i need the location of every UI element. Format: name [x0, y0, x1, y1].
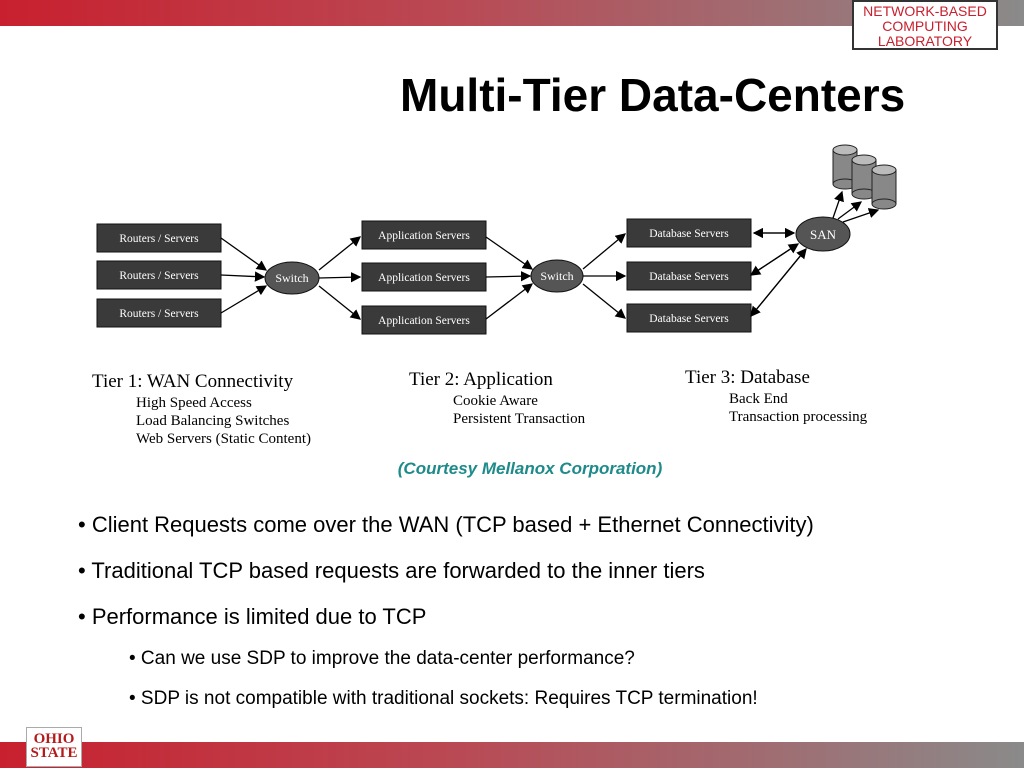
tier-1-caption: Tier 1: WAN Connectivity High Speed Acce… [92, 371, 311, 447]
tier-2-item-2: Persistent Transaction [453, 411, 586, 427]
tier-1-item-3: Web Servers (Static Content) [136, 431, 311, 447]
router-label-2: Routers / Servers [119, 270, 199, 282]
app-server-label-3: Application Servers [378, 315, 470, 327]
tier-2-caption: Tier 2: Application Cookie Aware Persist… [409, 369, 586, 427]
db-server-label-1: Database Servers [649, 228, 729, 240]
san-node: SAN [795, 216, 851, 252]
switch-label-2: Switch [540, 269, 573, 283]
db-server-label-3: Database Servers [649, 313, 729, 325]
router-box-1: Routers / Servers [96, 223, 222, 253]
tier-1-item-2: Load Balancing Switches [136, 413, 289, 429]
bullet-2: • Traditional TCP based requests are for… [78, 558, 705, 583]
osu-logo-line-1: OHIO [33, 731, 75, 747]
courtesy-caption: (Courtesy Mellanox Corporation) [397, 459, 663, 478]
tier-2-title: Tier 2: Application [409, 369, 553, 390]
nbcl-logo: NETWORK-BASED COMPUTING LABORATORY [852, 0, 998, 50]
router-label-3: Routers / Servers [119, 308, 199, 320]
tier-3-caption: Tier 3: Database Back End Transaction pr… [685, 367, 868, 425]
db-server-box-2: Database Servers [626, 261, 752, 291]
logo-line-2: COMPUTING [882, 18, 968, 34]
diagram-arrows [220, 190, 880, 320]
tier-2-item-1: Cookie Aware [453, 393, 538, 409]
app-server-label-1: Application Servers [378, 230, 470, 242]
app-server-label-2: Application Servers [378, 272, 470, 284]
router-box-2: Routers / Servers [96, 260, 222, 290]
switch-label-1: Switch [275, 271, 308, 285]
tier-1-item-1: High Speed Access [136, 395, 252, 411]
tier-3-item-1: Back End [729, 391, 788, 407]
multi-tier-diagram: Routers / Servers Routers / Servers Rout… [92, 144, 897, 447]
switch-node-1: Switch [264, 261, 320, 295]
sub-bullet-1: • Can we use SDP to improve the data-cen… [129, 648, 635, 669]
san-label: SAN [810, 227, 837, 242]
logo-line-1: NETWORK-BASED [863, 3, 987, 19]
db-server-box-1: Database Servers [626, 218, 752, 248]
bullet-3: • Performance is limited due to TCP [78, 604, 427, 629]
tier-3-item-2: Transaction processing [729, 409, 868, 425]
slide-title: Multi-Tier Data-Centers [400, 69, 906, 121]
router-box-3: Routers / Servers [96, 298, 222, 328]
sub-bullet-2: • SDP is not compatible with traditional… [129, 688, 758, 709]
tier-1-title: Tier 1: WAN Connectivity [92, 371, 294, 392]
ohio-state-logo: OHIO STATE [26, 727, 82, 767]
bottom-brand-band [0, 742, 1024, 768]
logo-line-3: LABORATORY [877, 33, 973, 49]
storage-disks-icon [832, 144, 897, 210]
db-server-label-2: Database Servers [649, 271, 729, 283]
db-server-box-3: Database Servers [626, 303, 752, 333]
switch-node-2: Switch [530, 259, 584, 293]
osu-logo-line-2: STATE [30, 745, 78, 761]
app-server-box-1: Application Servers [361, 220, 487, 250]
app-server-box-2: Application Servers [361, 262, 487, 292]
app-server-box-3: Application Servers [361, 305, 487, 335]
router-label-1: Routers / Servers [119, 233, 199, 245]
tier-3-title: Tier 3: Database [685, 367, 810, 388]
bullet-1: • Client Requests come over the WAN (TCP… [78, 512, 814, 537]
